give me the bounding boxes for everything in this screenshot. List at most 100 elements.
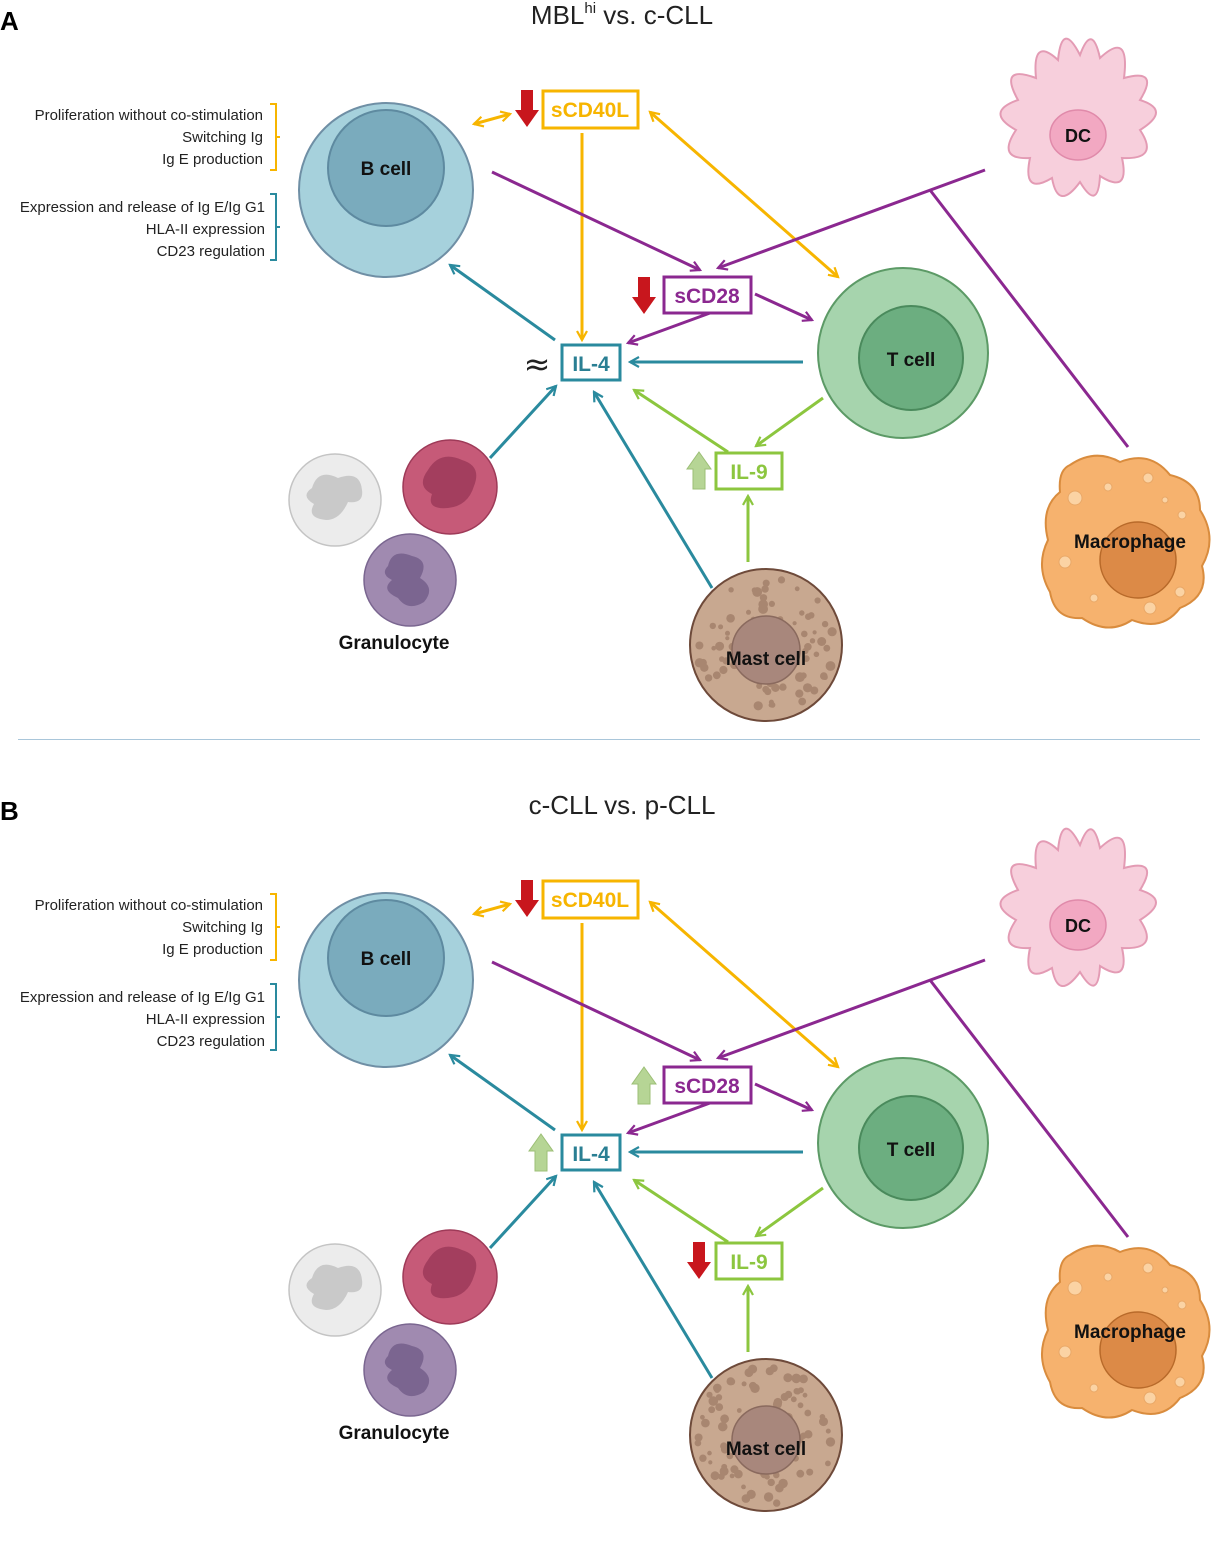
- mast-granule: [812, 630, 817, 635]
- effect-label: Proliferation without co-stimulation: [35, 107, 263, 124]
- mast-granule: [756, 683, 763, 689]
- macrophage-cell: Macrophage: [1041, 454, 1211, 629]
- mast-granule: [752, 587, 763, 597]
- mast-granule: [726, 614, 735, 623]
- mast-granule: [795, 689, 804, 698]
- b-cell-label: B cell: [361, 949, 412, 970]
- mast-granule: [715, 1403, 724, 1411]
- mast-granule: [802, 1392, 808, 1398]
- arrow-cd40l-tcell: [650, 902, 838, 1067]
- yellow-effects-bracket: [270, 893, 280, 961]
- down-arrow-icon: [515, 90, 539, 127]
- t-cell: T cell: [817, 1057, 989, 1229]
- mast-granule: [822, 674, 828, 680]
- panel-letter: B: [0, 796, 19, 826]
- connection-arrows: [450, 902, 1130, 1379]
- mast-granule: [806, 1468, 814, 1476]
- scd40l-label: sCD40L: [551, 99, 629, 122]
- mast-granule: [708, 1406, 716, 1414]
- mast-granule: [725, 630, 730, 636]
- dendritic-cell: DC: [999, 37, 1157, 197]
- mast-granule: [711, 645, 716, 651]
- mast-granule: [801, 630, 808, 638]
- cytokine-network-diagram: B c-CLL vs. p-CLL Proliferation without …: [0, 790, 1211, 1512]
- b-cell-label: B cell: [361, 159, 412, 180]
- panel-letter: A: [0, 6, 19, 36]
- mast-granule: [725, 636, 730, 641]
- panel-b: B c-CLL vs. p-CLL Proliferation without …: [0, 790, 1226, 1548]
- arrow-il9-il4: [634, 388, 729, 454]
- effect-label: HLA-II expression: [146, 221, 265, 238]
- arrow-il4-bcell: [450, 265, 556, 342]
- panel-a: A MBLhi vs. c-CLL Proliferation without …: [0, 0, 1226, 758]
- mast-granule: [741, 1381, 747, 1387]
- mast-cell-label: Mast cell: [726, 1439, 806, 1460]
- mast-granule: [762, 685, 770, 693]
- scd28-box: sCD28: [662, 275, 753, 315]
- teal-effects-list: Expression and release of Ig E/Ig G1 HLA…: [20, 989, 265, 1050]
- dc-label: DC: [1065, 126, 1091, 146]
- mast-granule: [712, 671, 721, 680]
- mast-granule: [814, 597, 821, 604]
- macrophage-cell: Macrophage: [1041, 1244, 1211, 1419]
- arrow-cd40l-tcell: [650, 112, 838, 277]
- arrow-granulocyte-il4: [488, 1176, 556, 1250]
- arrow-tcell-il9: [756, 396, 824, 446]
- mast-granule: [720, 1445, 730, 1454]
- mast-granule: [773, 1499, 781, 1507]
- neutrophil: [288, 1243, 382, 1337]
- basophil: [363, 1323, 457, 1417]
- mast-cell-label: Mast cell: [726, 649, 806, 670]
- mast-granule: [790, 1396, 797, 1403]
- mast-granule: [720, 1414, 729, 1424]
- mast-granule: [719, 665, 728, 675]
- mast-granule: [769, 1364, 778, 1373]
- mast-granule: [797, 1402, 804, 1409]
- mast-granule: [802, 655, 810, 662]
- line-dc-macrophage: [928, 979, 1130, 1238]
- scd40l-box: sCD40L: [541, 89, 640, 130]
- macrophage-label: Macrophage: [1074, 1322, 1186, 1343]
- yellow-effects-bracket: [270, 103, 280, 171]
- up-arrow-icon: [686, 451, 712, 490]
- mast-granule: [763, 1492, 774, 1502]
- scd28-box: sCD28: [662, 1065, 753, 1105]
- mast-granule: [779, 683, 787, 691]
- eosinophil: [402, 1229, 498, 1325]
- il4-change-indicator: ≈: [524, 345, 551, 383]
- eosinophil: [402, 439, 498, 535]
- mast-granule: [744, 1368, 754, 1378]
- mast-granule: [769, 702, 776, 708]
- il4-change-indicator: [528, 1133, 554, 1172]
- mast-granule: [791, 1373, 802, 1384]
- scd40l-box: sCD40L: [541, 879, 640, 920]
- t-cell-label: T cell: [887, 1140, 936, 1161]
- arrow-bcell-cd40l: [474, 904, 510, 914]
- mast-granule: [821, 620, 829, 628]
- mast-granule: [741, 1494, 751, 1503]
- mast-granule: [699, 1454, 707, 1462]
- mast-granule: [804, 643, 812, 651]
- mast-granule: [799, 1374, 808, 1384]
- macrophage-label: Macrophage: [1074, 532, 1186, 553]
- mast-granule: [825, 1460, 831, 1467]
- arrow-il9-il4: [634, 1178, 729, 1244]
- mast-granule: [825, 1437, 836, 1447]
- mast-granule: [701, 1418, 710, 1428]
- mast-granule: [768, 600, 776, 608]
- il9-change-indicator: [686, 451, 712, 490]
- mast-granule: [795, 1389, 801, 1395]
- arrow-mast-il4: [592, 1182, 714, 1379]
- teal-effects-bracket: [270, 193, 280, 261]
- mast-granule: [726, 1452, 734, 1460]
- scd40l-label: sCD40L: [551, 889, 629, 912]
- mast-granule: [736, 1408, 742, 1413]
- mast-granule: [820, 639, 826, 645]
- mast-granule: [722, 657, 730, 665]
- effect-label: HLA-II expression: [146, 1011, 265, 1028]
- mast-granule: [761, 585, 769, 593]
- mast-granule: [726, 1377, 735, 1386]
- mast-granule: [708, 1460, 713, 1465]
- il9-label: IL-9: [730, 1251, 767, 1274]
- mast-granule: [799, 610, 805, 616]
